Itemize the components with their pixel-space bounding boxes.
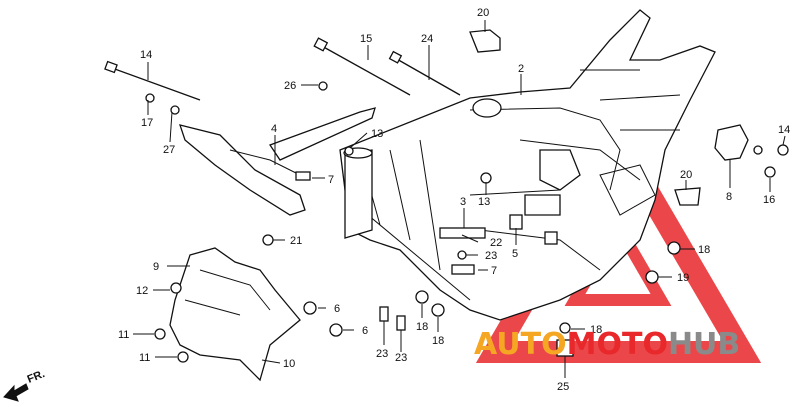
bolt-24 — [388, 50, 461, 96]
watermark-moto: MOTO — [567, 327, 668, 362]
callout-4: 4 — [271, 123, 277, 135]
cover-9-10 — [169, 247, 301, 382]
callouts: 20 15 24 14 2 26 17 27 4 13 7 13 3 22 23… — [118, 7, 790, 393]
clamp-20-right — [674, 187, 701, 206]
svg-text:AUTOMOTOHUB: AUTOMOTOHUB — [474, 327, 740, 362]
callout-27: 27 — [163, 144, 175, 156]
callout-7-b: 7 — [491, 265, 497, 277]
callout-10: 10 — [283, 358, 295, 370]
callout-8: 8 — [726, 191, 732, 203]
callout-12: 12 — [136, 285, 148, 297]
callout-5: 5 — [512, 248, 518, 260]
watermark-hub: HUB — [668, 327, 740, 362]
callout-2: 2 — [518, 63, 524, 75]
callout-20-top: 20 — [477, 7, 489, 19]
small-fasteners — [145, 81, 789, 363]
callout-21: 21 — [290, 235, 302, 247]
callout-3: 3 — [460, 196, 466, 208]
front-arrow: FR. — [3, 368, 47, 402]
main-frame — [339, 9, 716, 321]
bolt-14 — [104, 60, 201, 101]
callout-18-d: 18 — [698, 244, 710, 256]
callout-9: 9 — [153, 261, 159, 273]
callout-25: 25 — [557, 381, 569, 393]
callout-7-a: 7 — [328, 174, 334, 186]
callout-18-a: 18 — [416, 321, 428, 333]
bracket-4 — [179, 107, 376, 216]
callout-13-a: 13 — [371, 128, 383, 140]
callout-6-a: 6 — [334, 303, 340, 315]
front-indicator-label: FR. — [26, 368, 47, 386]
callout-11-b: 11 — [139, 352, 150, 364]
callout-19: 19 — [677, 272, 689, 284]
leader-lines — [133, 20, 786, 378]
watermark-auto: AUTO — [474, 327, 567, 362]
callout-11-a: 11 — [118, 329, 129, 341]
callout-17: 17 — [141, 117, 153, 129]
bolt-15 — [313, 37, 411, 96]
callout-13-b: 13 — [478, 196, 490, 208]
callout-22: 22 — [490, 237, 502, 249]
callout-15: 15 — [360, 33, 372, 45]
callout-16-b: 16 — [763, 194, 775, 206]
part-8 — [714, 124, 749, 161]
callout-14: 14 — [140, 49, 152, 61]
callout-20-right: 20 — [680, 169, 692, 181]
callout-18-c: 18 — [590, 324, 602, 336]
callout-23-c: 23 — [395, 352, 407, 364]
callout-6-b: 6 — [362, 325, 368, 337]
callout-26: 26 — [284, 80, 296, 92]
clamp-20-top — [469, 29, 501, 53]
callout-23-a: 23 — [485, 250, 497, 262]
callout-23-b: 23 — [376, 348, 388, 360]
callout-14-right: 14 — [778, 124, 790, 136]
watermark-text: AUTOMOTOHUB — [474, 327, 740, 362]
callout-18-b: 18 — [432, 335, 444, 347]
callout-24: 24 — [421, 33, 433, 45]
